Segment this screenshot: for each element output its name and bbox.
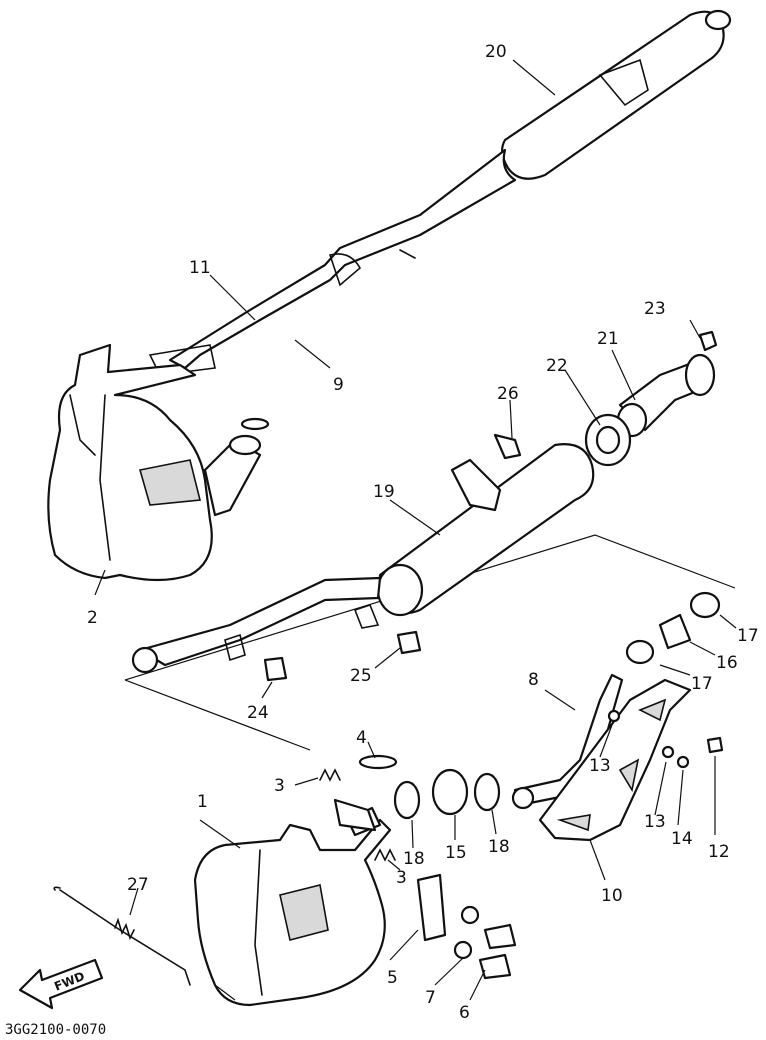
callout-11: 11	[189, 258, 211, 278]
assembly-frame-left	[124, 679, 311, 751]
callout-12: 12	[708, 842, 730, 862]
callout-3a: 3	[274, 776, 285, 796]
callout-17b: 17	[691, 674, 713, 694]
expansion-chamber-lower	[193, 798, 392, 1007]
muffler-upper	[148, 9, 732, 376]
callout-24: 24	[247, 703, 269, 723]
small-parts-lower	[294, 741, 517, 1001]
callout-19: 19	[373, 482, 395, 502]
callout-23: 23	[644, 299, 666, 319]
callout-22: 22	[546, 356, 568, 376]
upper-leaders	[94, 59, 556, 596]
callout-3b: 3	[396, 868, 407, 888]
spring-rod	[53, 886, 236, 1001]
expansion-chamber-upper	[47, 343, 270, 582]
callout-21: 21	[597, 329, 619, 349]
callout-6: 6	[459, 1003, 470, 1023]
callout-26: 26	[497, 384, 519, 404]
callout-1: 1	[197, 792, 208, 812]
callout-16: 16	[716, 653, 738, 673]
callout-15: 15	[445, 843, 467, 863]
muffler-lower	[131, 443, 595, 674]
clamp-parts-right	[625, 591, 737, 676]
assembly-frame-upper	[124, 534, 736, 681]
callout-17a: 17	[737, 626, 759, 646]
callout-14: 14	[671, 829, 693, 849]
callout-labels: 1 2 3 3 4 5 6 7 8 9 10 11 12 13 13 14 15…	[87, 42, 759, 1023]
callout-5: 5	[387, 968, 398, 988]
callout-13b: 13	[644, 812, 666, 832]
callout-8: 8	[528, 670, 539, 690]
callout-4: 4	[356, 728, 367, 748]
joint-pipe-and-guard	[511, 673, 724, 881]
callout-27: 27	[127, 875, 149, 895]
tail-pipe-parts	[261, 319, 718, 699]
fwd-arrow-icon: FWD	[18, 958, 104, 1010]
callout-25: 25	[350, 666, 372, 686]
callout-10: 10	[601, 886, 623, 906]
callout-13a: 13	[589, 756, 611, 776]
callout-18a: 18	[403, 849, 425, 869]
callout-18b: 18	[488, 837, 510, 857]
callout-7: 7	[425, 988, 436, 1008]
callout-2: 2	[87, 608, 98, 628]
callout-20: 20	[485, 42, 507, 62]
diagram-code: 3GG2100-0070	[5, 1022, 106, 1038]
joint-parts	[393, 768, 501, 849]
callout-9: 9	[333, 375, 344, 395]
